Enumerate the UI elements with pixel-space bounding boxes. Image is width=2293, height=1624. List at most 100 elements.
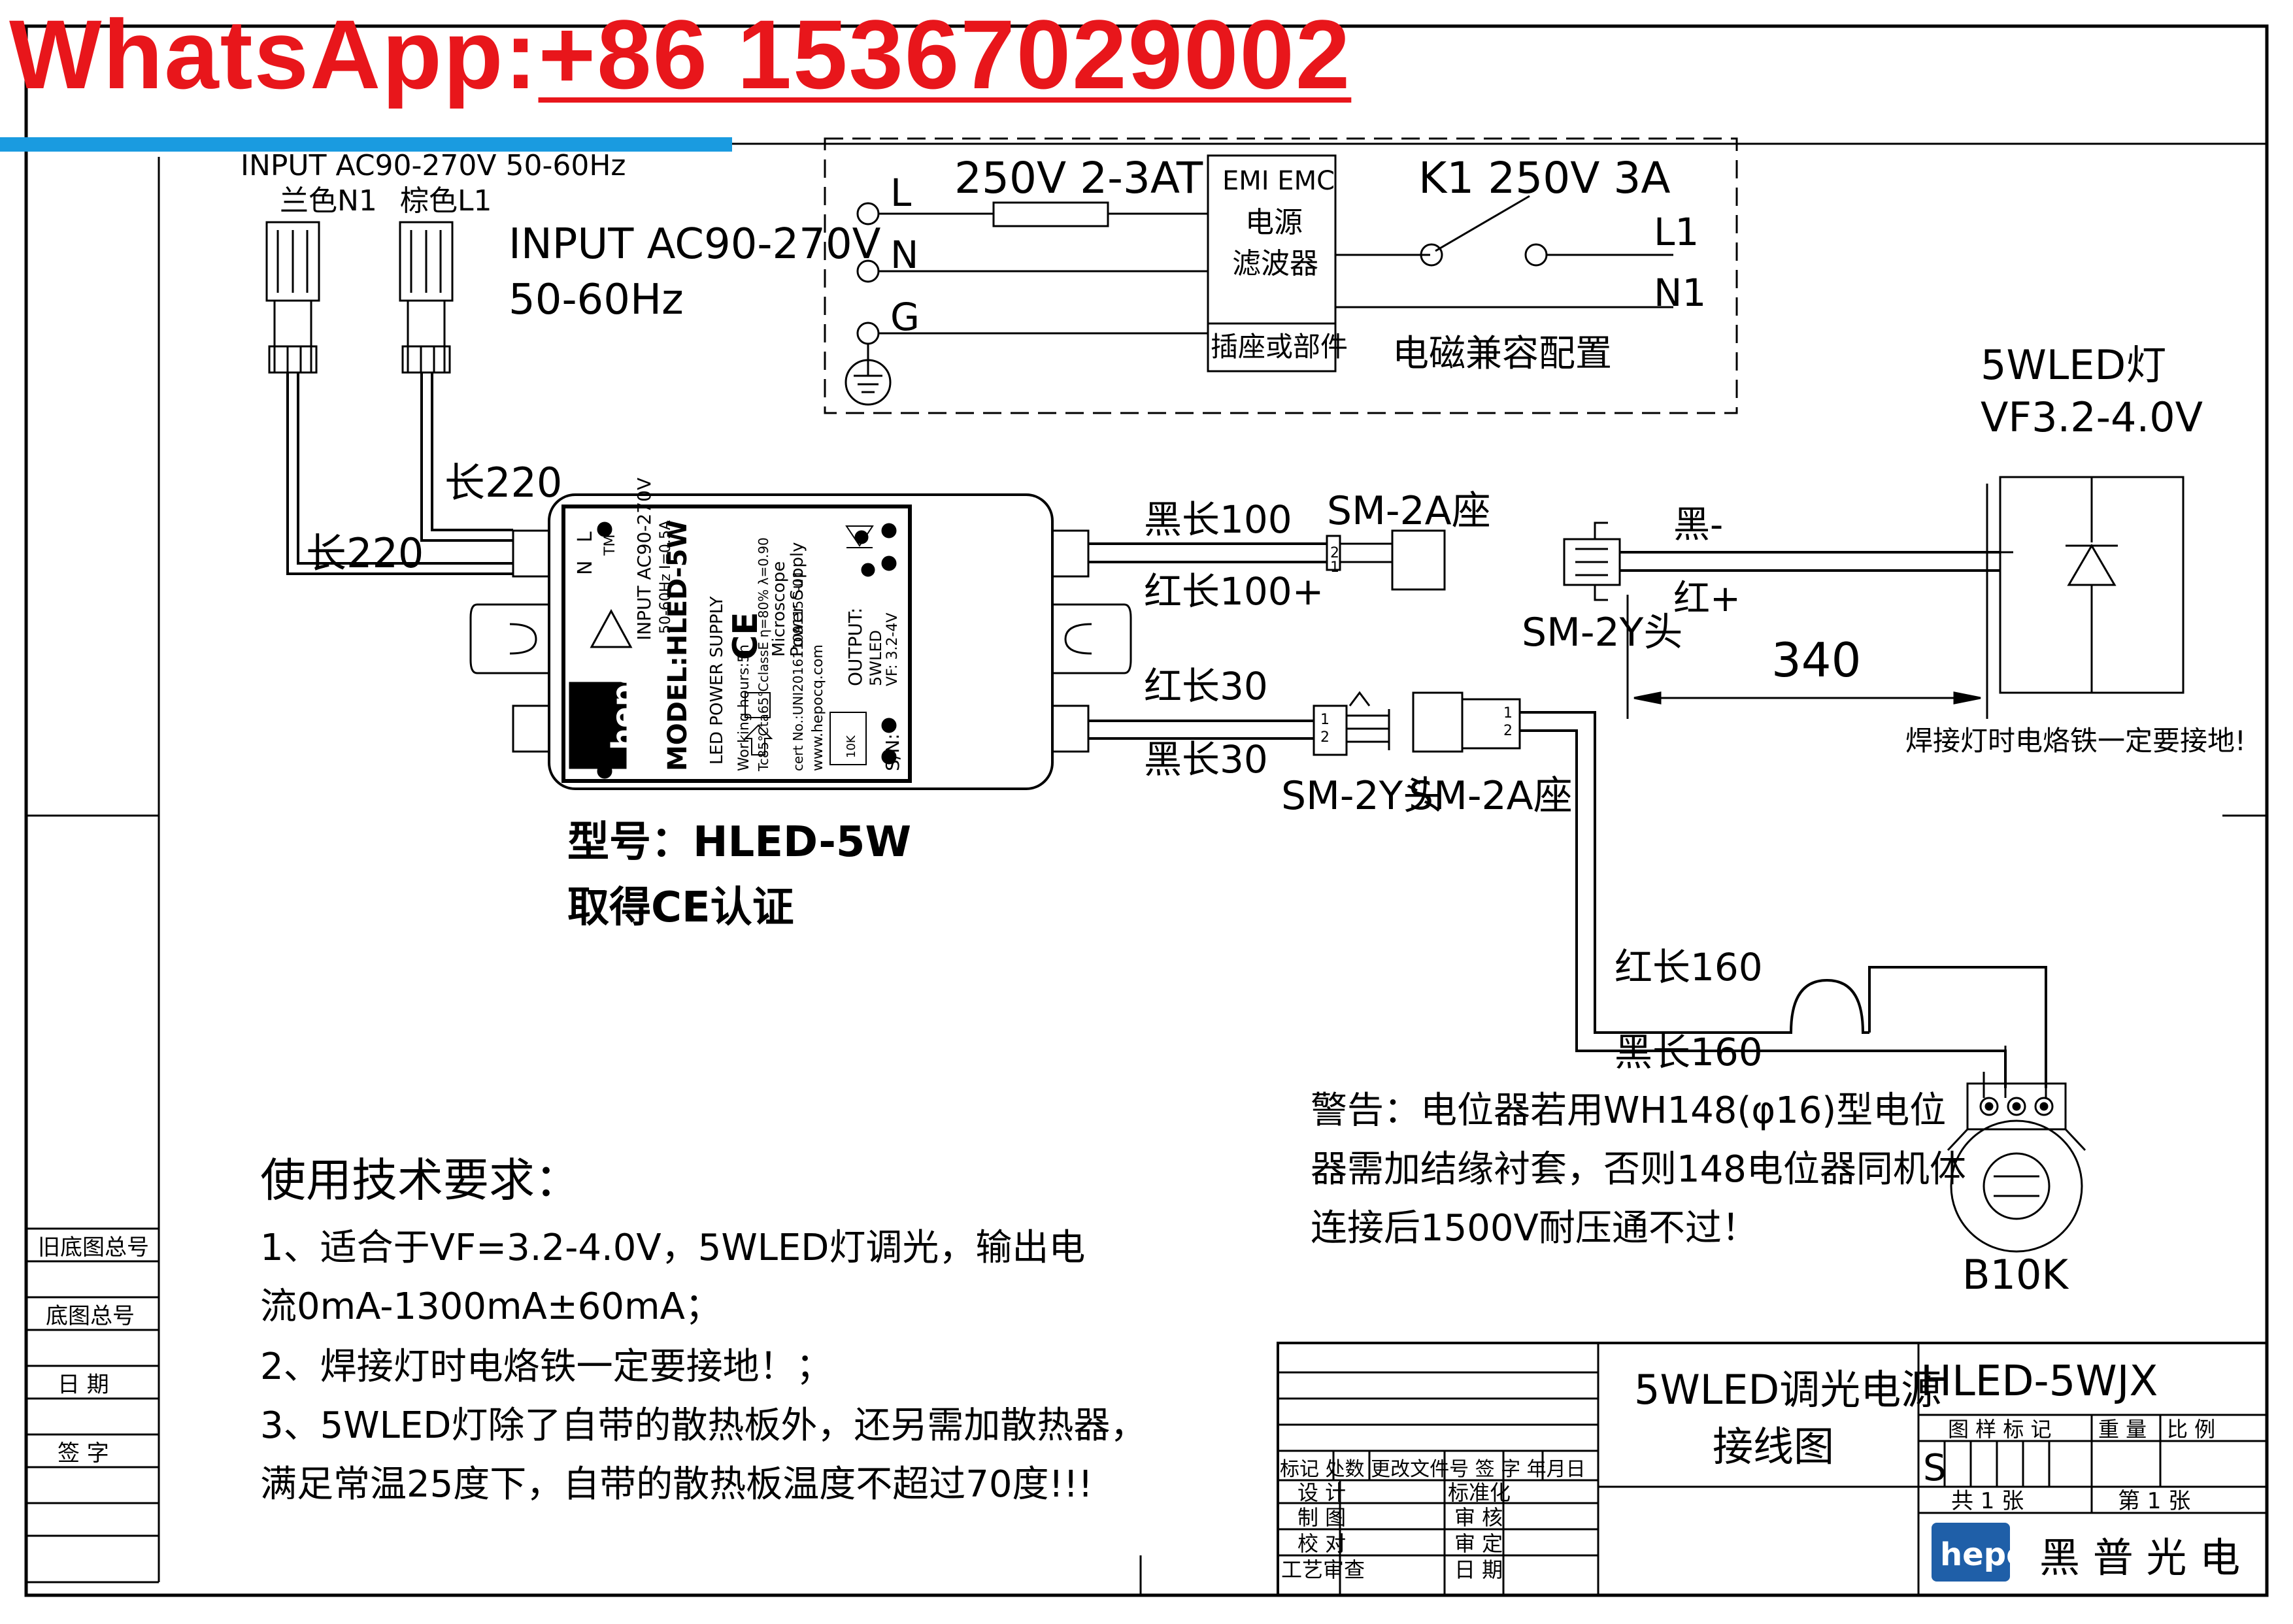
title-logo-text: hepo: [1940, 1536, 2028, 1573]
pot-wire-red-long: 红长160: [1615, 945, 1763, 989]
inner-frame: [25, 142, 2268, 1597]
requirement-line-5: 满足常温25度下，自带的散热板温度不超过70度!!!: [260, 1463, 1093, 1506]
driver-pot: 10K: [845, 735, 858, 758]
pot-conn-a: SM-2A座: [1409, 773, 1573, 819]
driver-freq: 50-60Hz I=0.5A: [658, 520, 674, 634]
terminal-n-label: N: [890, 233, 918, 277]
driver-pot-gland: [1051, 704, 1090, 753]
dimension-label: 340: [1771, 633, 1861, 688]
label-date: 日 期: [1454, 1557, 1503, 1582]
drawing-title-1: 5WLED调光电源: [1634, 1366, 1941, 1414]
driver-tc: Tc85℃ta65℃classE η=80% λ=0.90: [756, 537, 771, 772]
led-conn-pin-2: 2: [1330, 545, 1339, 561]
input-side-label-2: 50-60Hz: [509, 276, 684, 324]
terminal-g: [856, 322, 880, 345]
warning-line-1: 警告：电位器若用WH148(φ16)型电位: [1311, 1089, 1946, 1132]
filter-label-3: 滤波器: [1232, 247, 1318, 280]
driver-led-ps: LED POWER SUPPLY: [707, 596, 727, 765]
driver-site: www.hepocq.com: [810, 644, 826, 771]
drawing-number: HLED-5WJX: [1920, 1357, 2158, 1406]
driver-bottom-gland: [512, 704, 550, 753]
pot-conn-y-pin-2: 2: [1320, 729, 1330, 746]
revision-header: 标记 处数 更改文件号 签 字 年月日: [1280, 1458, 1586, 1481]
label-design: 设 计: [1297, 1480, 1346, 1505]
output-l1-label: L1: [1654, 210, 1699, 254]
led-conn-a: SM-2A座: [1327, 488, 1491, 534]
driver-output: OUTPUT:: [845, 608, 866, 686]
hdr-weight: 重 量: [2098, 1417, 2147, 1442]
switch-contact-2: [1524, 243, 1548, 267]
pot-label: B10K: [1962, 1251, 2069, 1299]
led-wire-black: 黑长100: [1144, 497, 1292, 542]
stamp-column: [26, 1227, 159, 1583]
ground-icon: [845, 344, 892, 406]
driver-input-gland: [512, 529, 550, 578]
warning-triangle-icon: [590, 608, 633, 648]
fuse-label: 250V 2-3AT: [954, 153, 1203, 203]
led-title: 5WLED灯: [1981, 341, 2166, 389]
fuse-symbol: [992, 201, 1109, 227]
input-length-left: 长220: [306, 529, 424, 577]
drawing-mark-s: S: [1923, 1447, 1947, 1489]
label-process: 工艺审查: [1281, 1557, 1365, 1582]
driver-ce-mark: CE: [726, 612, 765, 660]
pot-wire-black-long: 黑长160: [1615, 1030, 1763, 1074]
stamp-date: 日 期: [58, 1372, 109, 1398]
terminal-g-label: G: [890, 295, 920, 339]
requirement-line-1: 1、适合于VF=3.2-4.0V，5WLED灯调光，输出电: [260, 1227, 1085, 1269]
right-mount-ear: [1052, 603, 1132, 674]
driver-tm: TM: [602, 535, 618, 556]
label-check: 校 对: [1297, 1531, 1346, 1556]
sm-2y-plug-led: [1563, 522, 1621, 601]
driver-housing: [548, 493, 1054, 790]
pot-conn-a-pin-1: 1: [1503, 705, 1513, 721]
terminal-l-label: L: [890, 171, 911, 215]
input-side-label-1: INPUT AC90-270V: [509, 220, 881, 269]
pot-conn-y: SM-2Y头: [1281, 773, 1442, 819]
whatsapp-number: +86 15367029002: [538, 0, 1352, 109]
driver-plate-text: MODEL:HLED-5W LED POWER SUPPLY Working h…: [602, 478, 903, 772]
label-draw: 制 图: [1297, 1505, 1346, 1530]
whatsapp-banner: WhatsApp:+86 15367029002: [9, 5, 1351, 103]
requirement-line-4: 3、5WLED灯除了自带的散热板外，还另需加散热器，: [260, 1404, 1146, 1447]
stamp-signature: 签 字: [58, 1440, 109, 1467]
company-name: 黑 普 光 电: [2039, 1534, 2240, 1582]
plug-name-label: SM-2Y头: [1522, 610, 1682, 655]
drawing-title-2: 接线图: [1713, 1423, 1834, 1470]
driver-input: INPUT AC90-270V: [633, 478, 655, 640]
pot-conn-a-pin-2: 2: [1503, 723, 1513, 739]
label-approve: 审 定: [1454, 1531, 1503, 1556]
filter-label-4: 插座或部件: [1211, 331, 1348, 363]
plug-red-label: 红+: [1673, 578, 1741, 620]
pot-wire-black: 黑长30: [1144, 737, 1268, 782]
potentiometer-b10k: [1947, 1046, 2086, 1253]
sheet-number: 第 1 张: [2118, 1488, 2190, 1514]
led-wire-red: 红长100+: [1144, 569, 1324, 614]
title-logo: [1932, 1523, 2010, 1582]
output-n1-label: N1: [1654, 271, 1706, 315]
pot-conn-y-pin-1: 1: [1320, 712, 1330, 728]
driver-logo-text: hepo: [605, 663, 642, 750]
driver-model: MODEL:HLED-5W: [663, 520, 693, 771]
solder-note: 焊接灯时电烙铁一定要接地!: [1905, 725, 2246, 757]
driver-sn: S/N:: [882, 733, 903, 771]
driver-label-plate: [561, 505, 912, 783]
requirement-line-3: 2、焊接灯时电烙铁一定要接地！；: [260, 1346, 833, 1388]
switch-lever: [1435, 195, 1530, 252]
warning-line-2: 器需加结缘衬套，否则148电位器同机体: [1311, 1148, 1966, 1191]
driver-ce-caption: 取得CE认证: [567, 884, 794, 932]
label-standard: 标准化: [1448, 1480, 1511, 1505]
driver-power-supply: Power Supply: [788, 542, 807, 657]
emc-dashed-box: [824, 137, 1738, 414]
switch-contact-1: [1420, 243, 1443, 267]
hdr-drawing-mark: 图 样 标 记: [1948, 1417, 2052, 1442]
driver-type-caption: 型号：HLED-5W: [567, 818, 911, 867]
emc-filter-box: [1207, 154, 1337, 373]
label-review: 审 核: [1454, 1505, 1503, 1530]
driver-pin-n: N: [574, 561, 597, 575]
driver-output-2: 5WLED: [867, 630, 885, 686]
filter-label-2: 电源: [1245, 206, 1303, 239]
stamp-old-drawing-no: 旧底图总号: [38, 1235, 149, 1261]
led-vf: VF3.2-4.0V: [1981, 393, 2203, 441]
